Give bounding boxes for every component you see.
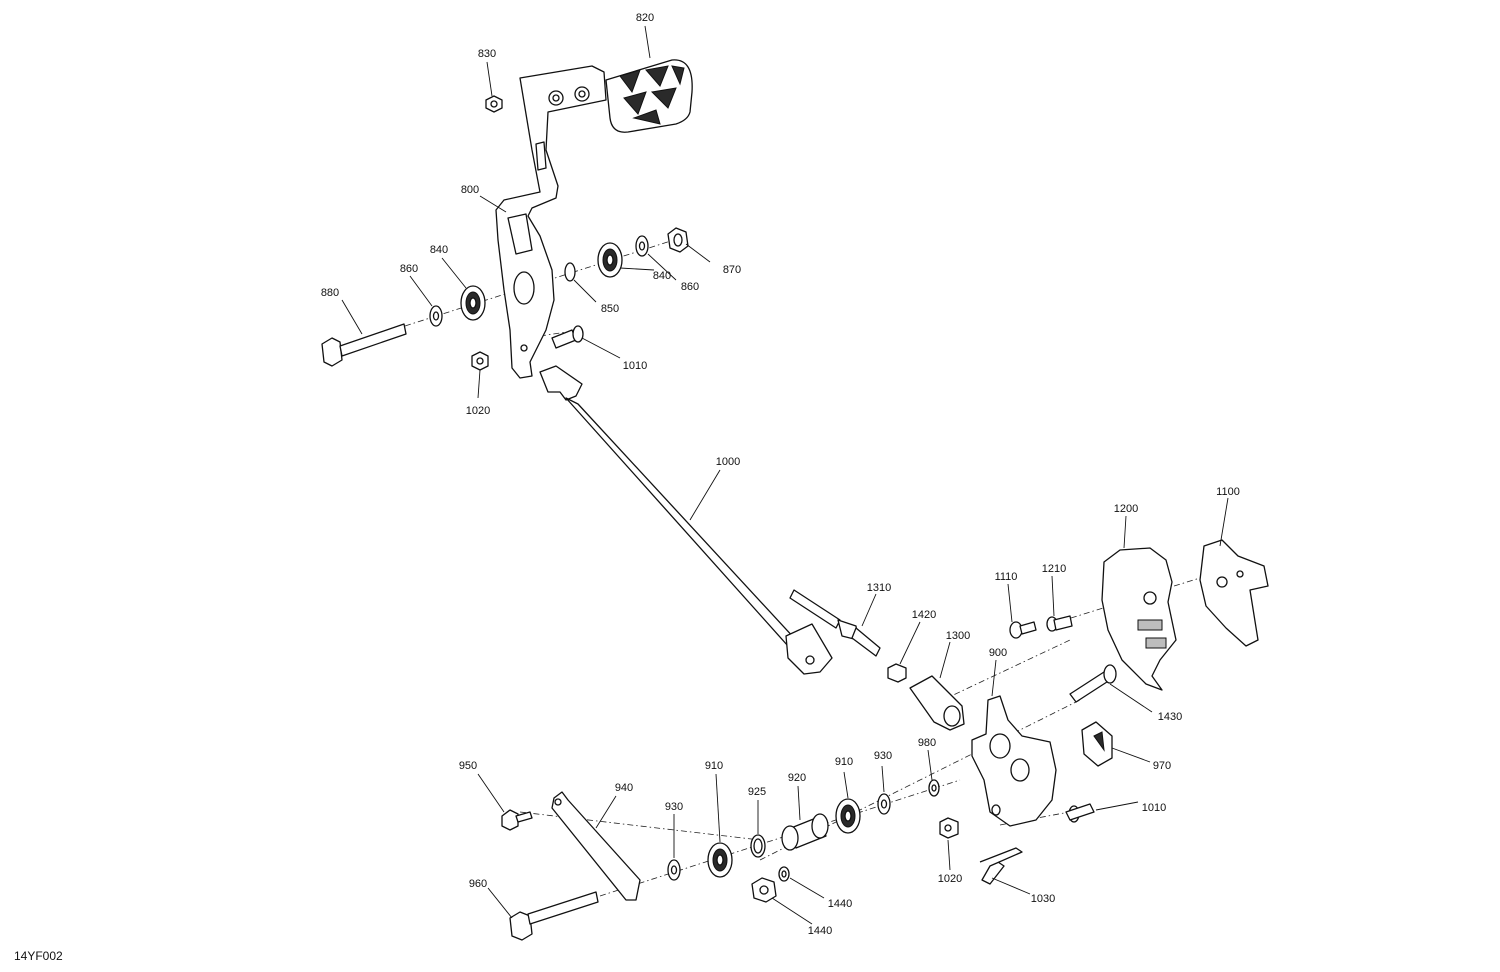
callout-1420: 1420 (912, 609, 936, 621)
washer-1440 (778, 866, 790, 882)
callout-960: 960 (469, 878, 487, 890)
callout-1200: 1200 (1114, 503, 1138, 515)
callout-1310: 1310 (867, 582, 891, 594)
callout-860-left: 860 (400, 263, 418, 275)
bracket-1100 (1199, 539, 1269, 647)
callout-980: 980 (918, 737, 936, 749)
callout-840-left: 840 (430, 244, 448, 256)
clevis-pin-1010-bottom (1065, 803, 1095, 823)
callout-910-left: 910 (705, 760, 723, 772)
nut-1420 (887, 663, 907, 683)
callout-920: 920 (788, 772, 806, 784)
washer-850 (564, 262, 576, 282)
callout-970: 970 (1153, 760, 1171, 772)
nut-1020-top (471, 351, 489, 371)
spacer-920 (781, 813, 829, 851)
callout-840-right: 840 (653, 270, 671, 282)
callout-1020-bottom: 1020 (938, 873, 962, 885)
callout-1010-top: 1010 (623, 360, 647, 372)
bearing-840-right (597, 242, 623, 278)
callout-880: 880 (321, 287, 339, 299)
callout-1300: 1300 (946, 630, 970, 642)
cover-1200 (1101, 547, 1177, 691)
nut-1440 (751, 877, 777, 903)
callout-820: 820 (636, 12, 654, 24)
washer-860-right (635, 235, 649, 257)
clip-970 (1081, 721, 1113, 767)
callout-910-right: 910 (835, 756, 853, 768)
brake-lever-900 (971, 695, 1057, 827)
callout-1440-nut: 1440 (808, 925, 832, 937)
bearing-910-right (835, 798, 861, 834)
footrest-pad-820 (605, 59, 693, 133)
callout-1100: 1100 (1216, 486, 1240, 498)
callout-1030: 1030 (1031, 893, 1055, 905)
bushing-980 (928, 779, 940, 797)
washer-930-left (667, 859, 681, 881)
link-arm-940 (551, 791, 641, 901)
bearing-840-left (460, 285, 486, 321)
callout-1000: 1000 (716, 456, 740, 468)
bolt-1430 (1069, 664, 1117, 703)
leader-lines (341, 25, 1229, 925)
callout-800: 800 (461, 184, 479, 196)
brake-pedal-arm-800 (495, 65, 607, 379)
callout-1430: 1430 (1158, 711, 1182, 723)
callout-900: 900 (989, 647, 1007, 659)
screw-1110 (1009, 621, 1037, 639)
callout-1110: 1110 (995, 571, 1018, 583)
bearing-910-left (707, 842, 733, 878)
nut-870 (667, 227, 689, 253)
drawing-code: 14YF002 (14, 949, 63, 963)
screw-950 (501, 809, 533, 831)
callout-1020-top: 1020 (466, 405, 490, 417)
nut-1020-bottom (939, 817, 959, 839)
callout-labels: 820 830 800 840 860 880 850 840 860 870 … (321, 12, 1240, 937)
threaded-rod-1310 (789, 589, 881, 657)
callout-930-left: 930 (665, 801, 683, 813)
clevis-pin-1010-top (551, 325, 584, 349)
bolt-880 (321, 323, 407, 367)
callout-1010-bottom: 1010 (1142, 802, 1166, 814)
rod-end-1300 (909, 675, 965, 731)
bushing-1210 (1046, 615, 1073, 632)
callout-940: 940 (615, 782, 633, 794)
ring-925 (750, 834, 766, 858)
callout-930-right: 930 (874, 750, 892, 762)
callout-870: 870 (723, 264, 741, 276)
washer-860-left (429, 305, 443, 327)
bolt-960 (509, 891, 599, 941)
callout-925: 925 (748, 786, 766, 798)
washer-930-right (877, 793, 891, 815)
spring-clip-1030 (979, 847, 1023, 885)
nut-830 (485, 95, 503, 113)
brake-rod-1000 (539, 365, 833, 675)
callout-830: 830 (478, 48, 496, 60)
callout-1440-washer: 1440 (828, 898, 852, 910)
callout-850: 850 (601, 303, 619, 315)
callout-950: 950 (459, 760, 477, 772)
callout-860-right: 860 (681, 281, 699, 293)
callout-1210: 1210 (1042, 563, 1066, 575)
